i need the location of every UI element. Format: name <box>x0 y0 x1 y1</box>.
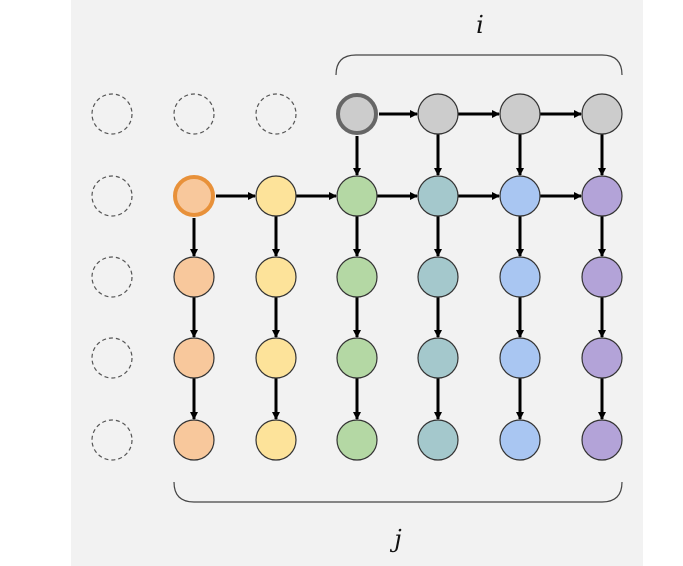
label-j: j <box>389 525 402 553</box>
node <box>417 419 459 461</box>
node <box>499 419 541 461</box>
node <box>417 93 459 135</box>
empty-node <box>255 93 297 135</box>
node <box>499 337 541 379</box>
empty-node <box>91 337 133 379</box>
node <box>581 419 623 461</box>
node <box>173 256 215 298</box>
label-i: i <box>476 11 484 39</box>
empty-node <box>91 175 133 217</box>
bracket-top-i <box>335 54 623 76</box>
bracket-bottom-j <box>173 481 623 503</box>
arrow-layer <box>190 110 606 420</box>
node <box>336 175 378 217</box>
node <box>255 337 297 379</box>
highlighted-node <box>336 93 378 135</box>
node <box>173 419 215 461</box>
node <box>255 256 297 298</box>
node <box>581 93 623 135</box>
empty-node <box>91 256 133 298</box>
empty-node <box>91 93 133 135</box>
node <box>336 419 378 461</box>
node <box>417 256 459 298</box>
node <box>581 337 623 379</box>
node <box>173 337 215 379</box>
node <box>499 175 541 217</box>
node-layer <box>91 93 623 461</box>
node <box>417 337 459 379</box>
node <box>499 93 541 135</box>
node <box>336 256 378 298</box>
highlighted-node <box>173 175 215 217</box>
node <box>255 419 297 461</box>
node <box>581 256 623 298</box>
node <box>499 256 541 298</box>
node <box>417 175 459 217</box>
empty-node <box>91 419 133 461</box>
node <box>336 337 378 379</box>
node <box>255 175 297 217</box>
node <box>581 175 623 217</box>
empty-node <box>173 93 215 135</box>
